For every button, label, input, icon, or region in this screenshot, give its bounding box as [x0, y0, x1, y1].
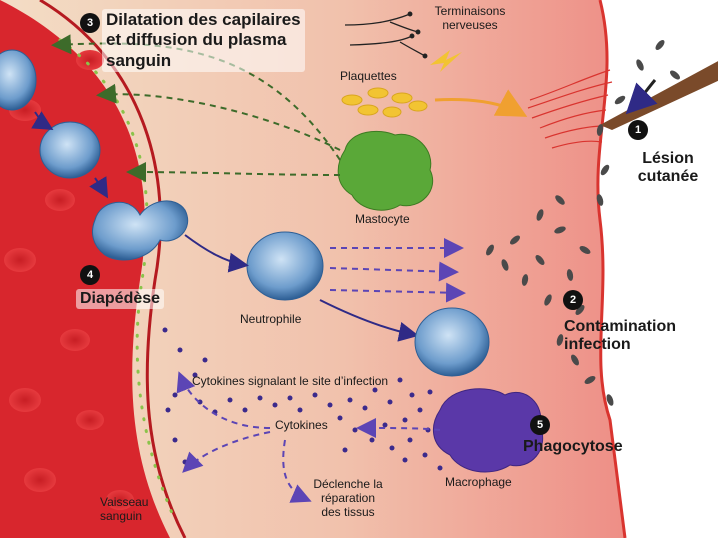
- cytokines-label: Cytokines: [275, 418, 328, 432]
- neutrophile-label: Neutrophile: [240, 312, 302, 326]
- nerve-endings: [344, 11, 428, 59]
- macrophage-label: Macrophage: [445, 475, 512, 489]
- step-3-badge: 3: [80, 13, 100, 33]
- platelets: [341, 87, 428, 118]
- step-2-title-line2: infection: [564, 336, 631, 354]
- skin-edge: [596, 0, 627, 538]
- step-4-badge: 4: [80, 265, 100, 285]
- mastocyte-label: Mastocyte: [355, 212, 410, 226]
- tissue-repair-label: Déclenche la réparation des tissus: [308, 477, 388, 519]
- step-2-title: Contamination infection: [564, 318, 676, 355]
- pathogens: [486, 40, 680, 406]
- step-5-badge: 5: [530, 415, 550, 435]
- nerve-endings-label: Terminaisons nerveuses: [420, 4, 520, 33]
- cytokines-signal-label: Cytokines signalant le site d’infection: [192, 374, 389, 388]
- step-2-title-line1: Contamination: [564, 318, 676, 335]
- step-2-badge: 2: [563, 290, 583, 310]
- nerve-signal-icon: [430, 50, 462, 72]
- step-3-title-line1: Dilatation des capilaires: [106, 10, 301, 29]
- blood-vessel-label-line1: Vaisseau: [100, 495, 149, 509]
- step-1-badge: 1: [628, 120, 648, 140]
- tissue-repair-label-line2: réparation: [320, 490, 376, 505]
- neutrophile-phagocyting: [414, 307, 490, 377]
- tissue-repair-label-line3: des tissus: [321, 504, 375, 519]
- step-3-title: Dilatation des capilaires et diffusion d…: [102, 9, 305, 73]
- splinter-icon: [600, 61, 718, 130]
- cytokine-dots: [162, 327, 443, 471]
- wound-lines: [527, 69, 613, 149]
- mastocyte-cell: [337, 130, 434, 211]
- step-3-title-line2: et diffusion du plasma: [106, 30, 287, 50]
- platelets-label: Plaquettes: [340, 69, 397, 83]
- step-5-title: Phagocytose: [523, 438, 623, 455]
- step-4-title: Diapédèse: [76, 289, 165, 310]
- tissue-repair-label-line1: Déclenche la: [313, 477, 383, 491]
- step-3-title-line3: sanguin: [106, 50, 172, 70]
- step-1-title: Lésion cutanée: [628, 150, 708, 187]
- blood-vessel-label: Vaisseau sanguin: [100, 495, 149, 524]
- blood-vessel-label-line2: sanguin: [100, 508, 143, 523]
- leukocytes-in-vessel: [0, 49, 188, 261]
- step-1-title-line2: cutanée: [637, 168, 699, 186]
- step-1-title-line1: Lésion: [642, 150, 694, 167]
- neutrophile-cell: [246, 231, 324, 301]
- nerve-endings-label-line2: nerveuses: [442, 17, 498, 32]
- nerve-endings-label-line1: Terminaisons: [434, 4, 506, 18]
- macrophage-cell: [432, 388, 544, 473]
